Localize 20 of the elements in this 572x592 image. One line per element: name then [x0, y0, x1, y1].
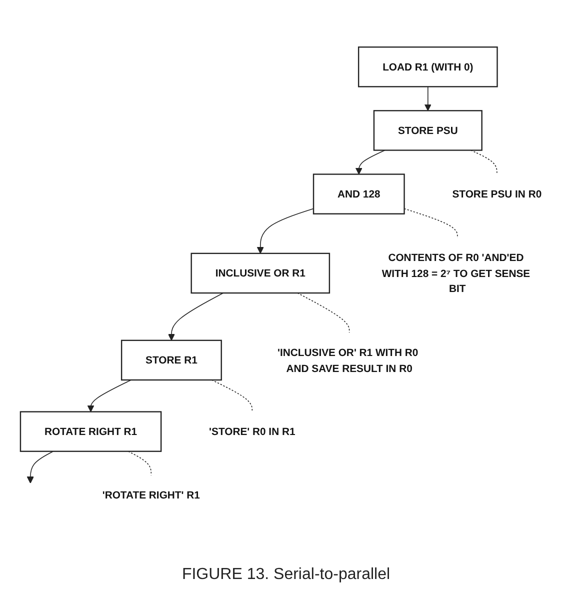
node-box: INCLUSIVE OR R1 — [190, 252, 330, 294]
connector — [297, 292, 350, 333]
node-text: 'INCLUSIVE OR' R1 WITH R0 AND SAVE RESULT IN R0 — [278, 346, 418, 374]
arrow — [26, 450, 54, 484]
node-box: ROTATE RIGHT R1 — [20, 411, 162, 452]
node-box: STORE R1 — [120, 340, 222, 381]
node-text: CONTENTS OF R0 'AND'ED WITH 128 = 2⁷ TO GET SENSE BIT — [382, 251, 530, 295]
node-box: LOAD R1 (WITH 0) — [358, 46, 498, 88]
node-box: STORE PSU — [373, 110, 482, 151]
node-text: 'ROTATE RIGHT' R1 — [102, 488, 200, 501]
node-box: AND 128 — [312, 174, 405, 214]
arrow — [355, 150, 386, 175]
connector — [404, 208, 458, 238]
node-text: 'STORE' R0 IN R1 — [209, 425, 296, 438]
arrow — [256, 208, 314, 254]
arrow — [424, 86, 432, 111]
arrow — [87, 380, 132, 412]
figure-caption: FIGURE 13. Serial-to-parallel — [182, 565, 390, 585]
node-text: STORE PSU IN R0 — [452, 188, 542, 200]
arrow — [168, 292, 224, 341]
